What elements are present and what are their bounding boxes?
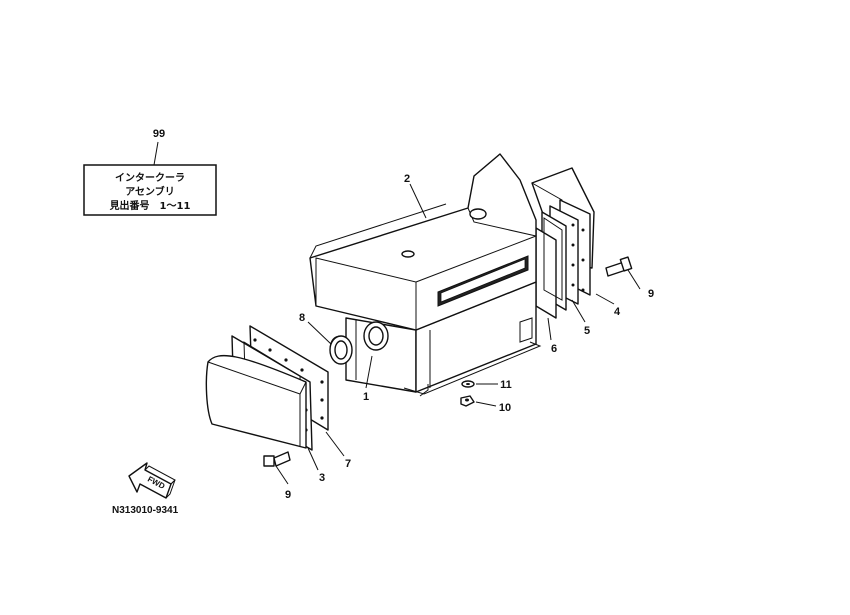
callout-4: 4 [614, 306, 621, 318]
callout-1: 1 [363, 391, 369, 403]
washer [461, 380, 475, 388]
end-cover-left [205, 354, 307, 449]
bolt-right [605, 256, 633, 277]
callout-11: 11 [500, 379, 512, 391]
fwd-arrow-icon: FWD [128, 462, 176, 499]
part-callouts: 2 1 8 6 5 4 9 11 10 7 3 9 [285, 173, 654, 501]
callout-7: 7 [345, 458, 351, 470]
inlet-pipe [329, 321, 389, 365]
callout-5: 5 [584, 325, 590, 337]
assembly-item-range: 見出番号 1〜11 [109, 199, 191, 212]
bolt-left [263, 451, 291, 467]
nut [460, 395, 475, 407]
callout-3: 3 [319, 472, 325, 484]
callout-10: 10 [499, 402, 511, 414]
right-gasket-stack [535, 199, 591, 319]
callout-8: 8 [299, 312, 305, 324]
callout-2: 2 [404, 173, 410, 185]
assembly-name: インタークーラ [115, 172, 185, 184]
assembly-ref-number: 99 [153, 128, 165, 140]
leader-lines [275, 183, 641, 485]
callout-9-left: 9 [285, 489, 291, 501]
assembly-reference: 99 インタークーラ アセンブリ 見出番号 1〜11 [83, 128, 217, 216]
assembly-subname: アセンブリ [125, 185, 175, 198]
drawing-code: N313010-9341 [112, 505, 179, 516]
callout-9-right: 9 [648, 288, 654, 300]
callout-6: 6 [551, 343, 557, 355]
assembly-box [83, 164, 217, 216]
upper-housing [309, 153, 537, 331]
